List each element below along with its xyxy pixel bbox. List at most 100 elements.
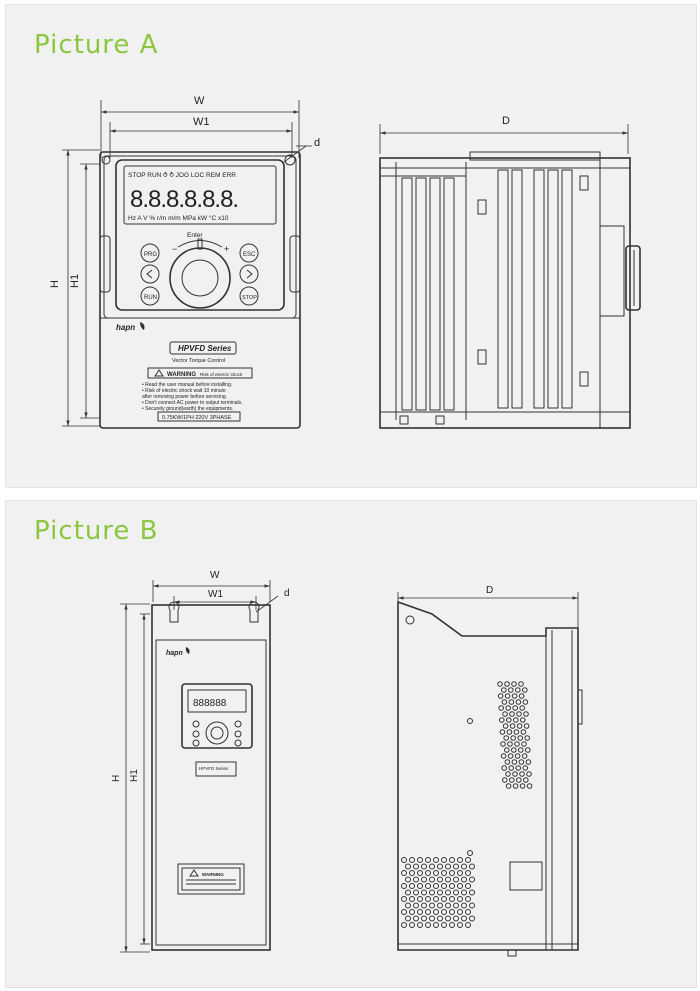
vent-hole	[449, 883, 455, 889]
enter-label: Enter	[187, 232, 203, 239]
vent-hole	[429, 915, 435, 922]
left-arrow-button[interactable]	[140, 264, 160, 284]
vent-hole	[453, 915, 459, 922]
b-dim-w1-label: W1	[208, 589, 223, 600]
vent-hole	[425, 883, 431, 889]
picture-b-title: Picture B	[34, 516, 159, 546]
vent-hole	[429, 889, 435, 896]
esc-button-label: ESC	[243, 252, 256, 258]
chevron-left-icon	[146, 269, 153, 279]
vent-hole	[499, 717, 505, 723]
vent-hole	[401, 883, 407, 889]
b-dim-w-label: W	[210, 570, 220, 581]
vent-hole	[510, 735, 517, 741]
vent-hole	[457, 909, 463, 915]
vent-hole	[502, 711, 508, 717]
vent-hole	[469, 876, 475, 883]
vent-hole	[498, 705, 505, 711]
vent-hole	[503, 735, 510, 741]
vent-hole	[509, 711, 515, 717]
vent-hole	[508, 687, 514, 693]
vent-hole	[445, 902, 451, 909]
vent-hole	[524, 735, 531, 741]
vent-hole	[516, 711, 522, 717]
minus-label: −	[172, 244, 177, 254]
vent-hole	[465, 909, 471, 915]
vent-hole	[513, 729, 520, 735]
vent-hole	[453, 876, 459, 883]
vent-hole	[511, 681, 517, 687]
vent-hole	[433, 857, 439, 863]
vent-hole	[437, 902, 443, 909]
vent-hole	[522, 699, 529, 705]
vent-hole	[405, 889, 411, 896]
vent-hole	[417, 909, 423, 915]
vent-hole	[526, 771, 532, 777]
keypad-indicators: STOP RUN ⥀ ⥁ JOG LOC REM ERR	[128, 171, 236, 179]
vent-hole	[445, 915, 451, 922]
vent-hole	[461, 863, 467, 870]
vent-hole	[519, 771, 525, 777]
right-arrow-button[interactable]	[239, 264, 259, 284]
vent-hole	[504, 693, 511, 699]
dim-h1-label: H1	[69, 274, 81, 288]
vent-hole	[401, 896, 407, 902]
vent-hole	[413, 902, 419, 909]
dim-w1-label: W1	[193, 116, 210, 128]
picture-b-panel	[5, 500, 697, 988]
vent-hole	[433, 883, 439, 889]
vent-hole	[469, 902, 475, 909]
potentiometer-knob[interactable]	[169, 247, 231, 309]
vent-hole	[453, 902, 459, 909]
vent-hole	[417, 896, 423, 902]
vent-hole	[401, 909, 407, 915]
vent-hole	[520, 717, 526, 723]
dim-h-label: H	[49, 280, 61, 288]
vent-hole	[525, 759, 532, 765]
vent-hole	[405, 876, 411, 883]
run-button[interactable]	[140, 286, 160, 306]
vent-hole	[513, 717, 519, 723]
vent-hole	[516, 723, 523, 729]
stop-button[interactable]	[239, 286, 259, 306]
vent-hole	[517, 735, 524, 741]
vent-hole	[512, 771, 518, 777]
vent-hole	[505, 705, 512, 711]
picture-a-front-view: W W1 H H1 d STOP RUN ⥀ ⥁ JOG LOC REM ERR…	[49, 95, 320, 429]
knob-side-edge	[625, 245, 641, 311]
vent-hole	[461, 902, 467, 909]
picture-b-front-view: W W1 d H H1 hapn 888888 HPVFD Series	[111, 570, 290, 953]
warning-risk: Risk of electric shock	[200, 372, 243, 377]
vent-hole	[409, 909, 415, 915]
vent-hole	[421, 915, 427, 922]
vent-hole	[502, 777, 508, 783]
vent-hole	[449, 909, 455, 915]
esc-button[interactable]	[239, 243, 259, 263]
vent-hole	[421, 863, 427, 870]
vent-hole	[421, 889, 427, 896]
vent-hole	[417, 870, 423, 876]
vent-hole	[461, 889, 467, 896]
vent-hole	[425, 896, 431, 902]
vent-hole	[508, 765, 515, 771]
vent-hole	[461, 876, 467, 883]
vent-hole	[441, 896, 447, 902]
b-leaf-logo-icon	[185, 647, 190, 654]
vent-hole	[519, 705, 526, 711]
vent-hole	[425, 909, 431, 915]
vent-hole	[405, 863, 411, 870]
vent-hole	[518, 681, 524, 687]
vent-hole	[497, 681, 503, 687]
vent-hole	[519, 783, 526, 789]
vent-hole	[409, 896, 415, 902]
prg-button[interactable]	[140, 243, 160, 263]
vent-hole	[433, 896, 439, 902]
vent-hole	[429, 902, 435, 909]
vent-hole	[441, 870, 447, 876]
vent-hole	[521, 753, 528, 759]
vent-hole	[509, 777, 515, 783]
vent-hole	[413, 876, 419, 883]
b-potentiometer-knob[interactable]	[205, 721, 229, 745]
b-brand-logo: hapn	[166, 650, 183, 657]
